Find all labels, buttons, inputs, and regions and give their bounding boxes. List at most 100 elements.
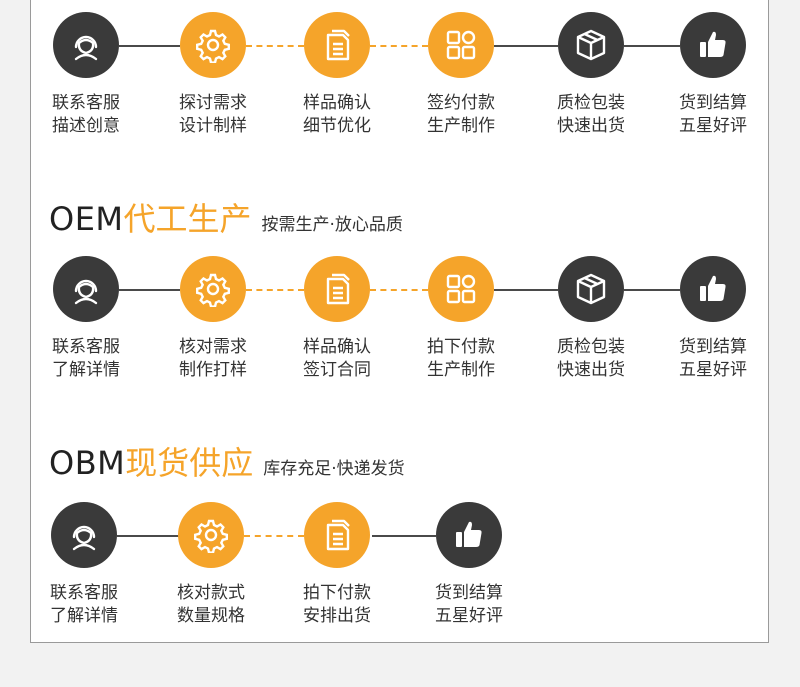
- step-label: 探讨需求设计制样: [143, 92, 283, 138]
- connector-line: [372, 535, 436, 537]
- step-label: 货到结算五星好评: [643, 92, 783, 138]
- thumbs-up-icon: [700, 275, 726, 301]
- obm-tagline: 库存充足·快递发货: [263, 459, 405, 479]
- step-circle: [180, 256, 246, 322]
- row1-step-1: 联系客服描述创意: [16, 12, 156, 138]
- box-icon: [576, 29, 606, 61]
- connector-line: [494, 289, 558, 291]
- document-icon: [326, 273, 350, 305]
- row1-step-2: 探讨需求设计制样: [143, 12, 283, 138]
- obm-code: OBM: [49, 444, 126, 482]
- oem-step-5: 质检包装快速出货: [521, 256, 661, 382]
- step-label-line2: 签订合同: [303, 360, 371, 380]
- oem-step-3: 样品确认签订合同: [267, 256, 407, 382]
- step-label-line2: 了解详情: [52, 360, 120, 380]
- headset-icon: [74, 279, 98, 305]
- step-label-line1: 质检包装: [557, 337, 625, 357]
- step-label: 核对需求制作打样: [143, 336, 283, 382]
- step-circle: [428, 256, 494, 322]
- document-icon: [326, 519, 350, 551]
- step-label-line2: 制作打样: [179, 360, 247, 380]
- connector-line: [624, 45, 680, 47]
- oem-step-2: 核对需求制作打样: [143, 256, 283, 382]
- step-label-line1: 拍下付款: [303, 583, 371, 603]
- step-label-line2: 快速出货: [557, 116, 625, 136]
- step-label-line2: 描述创意: [52, 116, 120, 136]
- row1-step-5: 质检包装快速出货: [521, 12, 661, 138]
- oem-step-1: 联系客服了解详情: [16, 256, 156, 382]
- step-label-line2: 快速出货: [557, 360, 625, 380]
- step-circle: [304, 256, 370, 322]
- step-circle: [178, 502, 244, 568]
- step-label: 签约付款生产制作: [391, 92, 531, 138]
- gear-icon: [196, 29, 230, 63]
- step-label: 联系客服了解详情: [14, 582, 154, 628]
- step-label-line1: 样品确认: [303, 337, 371, 357]
- connector-line: [244, 535, 304, 537]
- step-label: 联系客服描述创意: [16, 92, 156, 138]
- step-label-line1: 签约付款: [427, 93, 495, 113]
- thumbs-up-icon: [456, 521, 482, 547]
- step-circle: [304, 502, 370, 568]
- oem-heading: OEM代工生产按需生产·放心品质: [49, 194, 403, 240]
- connector-line: [624, 289, 680, 291]
- step-circle: [428, 12, 494, 78]
- step-label-line2: 设计制样: [179, 116, 247, 136]
- step-label-line1: 货到结算: [435, 583, 503, 603]
- step-label-line1: 货到结算: [679, 337, 747, 357]
- oem-title: 代工生产: [123, 200, 252, 238]
- row1-step-3: 样品确认细节优化: [267, 12, 407, 138]
- step-label-line1: 联系客服: [52, 93, 120, 113]
- obm-step-1: 联系客服了解详情: [14, 502, 154, 628]
- step-circle: [558, 256, 624, 322]
- row1-step-4: 签约付款生产制作: [391, 12, 531, 138]
- thumbs-up-icon: [700, 31, 726, 57]
- step-circle: [53, 256, 119, 322]
- step-label: 核对款式数量规格: [141, 582, 281, 628]
- step-label-line1: 探讨需求: [179, 93, 247, 113]
- oem-code: OEM: [49, 200, 124, 238]
- step-label-line2: 生产制作: [427, 116, 495, 136]
- step-label: 质检包装快速出货: [521, 336, 661, 382]
- oem-tagline: 按需生产·放心品质: [261, 215, 403, 235]
- step-circle: [680, 256, 746, 322]
- step-circle: [558, 12, 624, 78]
- step-label-line1: 核对款式: [177, 583, 245, 603]
- step-label: 拍下付款生产制作: [391, 336, 531, 382]
- step-label-line1: 样品确认: [303, 93, 371, 113]
- step-label: 货到结算五星好评: [643, 336, 783, 382]
- gear-icon: [194, 519, 228, 553]
- connector-line: [370, 289, 428, 291]
- obm-step-2: 核对款式数量规格: [141, 502, 281, 628]
- step-circle: [51, 502, 117, 568]
- document-icon: [326, 29, 350, 61]
- step-label-line2: 了解详情: [50, 606, 118, 626]
- obm-step-3: 拍下付款安排出货: [267, 502, 407, 628]
- step-label-line1: 货到结算: [679, 93, 747, 113]
- step-label-line1: 联系客服: [50, 583, 118, 603]
- headset-icon: [72, 525, 96, 551]
- connector-line: [370, 45, 428, 47]
- step-label-line2: 五星好评: [679, 360, 747, 380]
- step-label: 质检包装快速出货: [521, 92, 661, 138]
- step-circle: [304, 12, 370, 78]
- step-label: 样品确认细节优化: [267, 92, 407, 138]
- step-label: 联系客服了解详情: [16, 336, 156, 382]
- obm-heading: OBM现货供应库存充足·快递发货: [49, 438, 405, 484]
- step-label: 样品确认签订合同: [267, 336, 407, 382]
- step-label-line1: 联系客服: [52, 337, 120, 357]
- connector-line: [119, 289, 180, 291]
- step-label-line1: 核对需求: [179, 337, 247, 357]
- step-circle: [680, 12, 746, 78]
- step-label-line1: 拍下付款: [427, 337, 495, 357]
- step-circle: [180, 12, 246, 78]
- step-label-line2: 细节优化: [303, 116, 371, 136]
- step-label-line2: 安排出货: [303, 606, 371, 626]
- step-label-line2: 五星好评: [435, 606, 503, 626]
- step-label: 货到结算五星好评: [399, 582, 539, 628]
- step-label-line2: 生产制作: [427, 360, 495, 380]
- step-label: 拍下付款安排出货: [267, 582, 407, 628]
- step-label-line2: 五星好评: [679, 116, 747, 136]
- box-icon: [576, 273, 606, 305]
- grid-icon: [446, 274, 476, 304]
